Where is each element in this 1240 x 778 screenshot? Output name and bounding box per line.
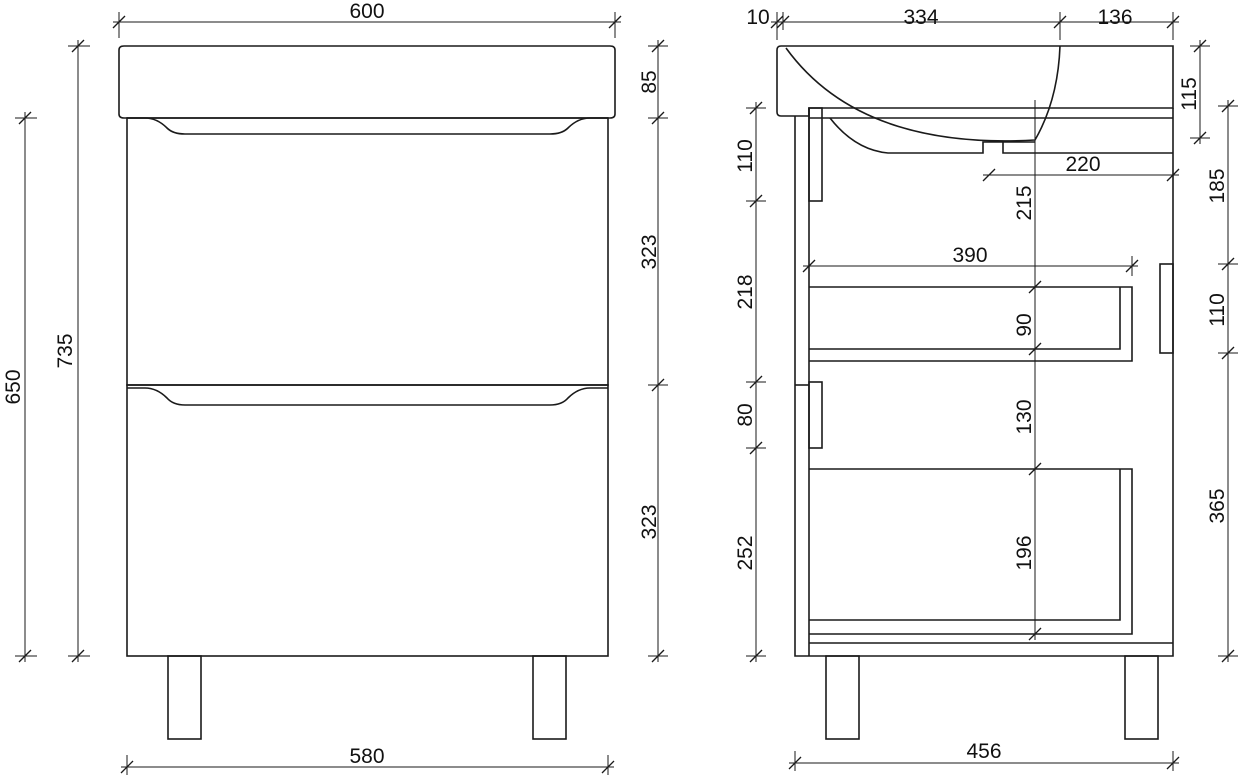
dim-label-196: 196	[1013, 535, 1036, 570]
side-leg-back	[1124, 655, 1159, 740]
dim-label-80: 80	[734, 403, 757, 426]
dim-label-130: 130	[1013, 399, 1036, 434]
dim-label-650: 650	[2, 369, 25, 404]
front-drawer-top-handle	[127, 117, 608, 135]
dim-label-220: 220	[1065, 153, 1100, 176]
side-basin	[776, 45, 1174, 117]
front-drawer-bottom	[126, 384, 609, 657]
side-dim-390: 390	[802, 244, 1139, 276]
side-leg-front	[825, 655, 860, 740]
front-dim-top-width: 600	[112, 0, 622, 38]
dim-label-390: 390	[952, 244, 987, 267]
side-view: 10 334 136 456	[734, 6, 1238, 771]
side-dim-top: 10 334 136	[746, 6, 1180, 40]
dim-label-365: 365	[1206, 488, 1229, 523]
dim-label-323-bottom: 323	[638, 504, 661, 539]
side-siphon	[829, 117, 1173, 154]
side-upper-drawer-box	[809, 286, 1133, 362]
dim-label-10: 10	[746, 6, 769, 29]
front-dim-height-650: 650	[2, 111, 37, 663]
front-view: 600 580 650 735	[2, 0, 668, 775]
side-dim-bottom: 456	[788, 740, 1180, 771]
dim-label-115: 115	[1178, 77, 1201, 110]
dim-label-600: 600	[349, 0, 384, 23]
side-dim-right-stack: 115 185 110 365	[1178, 39, 1238, 663]
dim-label-136: 136	[1097, 6, 1132, 29]
front-leg-right	[532, 655, 567, 740]
front-drawer-top	[126, 117, 609, 386]
side-front-rail-mid	[808, 381, 823, 449]
side-back-handle	[1159, 263, 1174, 354]
side-dim-220: 220	[982, 153, 1180, 182]
dim-label-334: 334	[903, 6, 938, 29]
front-basin	[118, 45, 616, 119]
dim-label-218: 218	[734, 274, 757, 309]
dim-label-735: 735	[54, 333, 77, 368]
front-dim-bottom-width: 580	[120, 745, 615, 775]
front-leg-left	[167, 655, 202, 740]
dim-label-185: 185	[1206, 168, 1229, 203]
front-dim-height-735: 735	[54, 39, 90, 663]
dim-label-110-right: 110	[1206, 293, 1229, 326]
dim-label-580: 580	[349, 745, 384, 768]
dim-label-215: 215	[1013, 185, 1036, 220]
dim-label-252: 252	[734, 535, 757, 570]
side-dim-inner-vertical: 215 90 130 196	[1013, 185, 1042, 641]
front-drawer-bottom-handle	[127, 387, 608, 406]
dim-label-110-left: 110	[734, 139, 757, 172]
side-lower-drawer-box	[809, 468, 1133, 635]
dim-label-323-top: 323	[638, 234, 661, 269]
side-front-rail-top	[808, 107, 823, 202]
dim-label-90: 90	[1013, 313, 1036, 336]
dim-label-456: 456	[966, 740, 1001, 763]
dim-label-85: 85	[638, 70, 661, 93]
side-dim-left-stack: 110 218 80 252	[734, 101, 766, 663]
front-dim-right-stack: 85 323 323	[638, 39, 668, 663]
side-cabinet-body	[794, 108, 1174, 657]
side-basin-bowl	[785, 45, 1061, 142]
